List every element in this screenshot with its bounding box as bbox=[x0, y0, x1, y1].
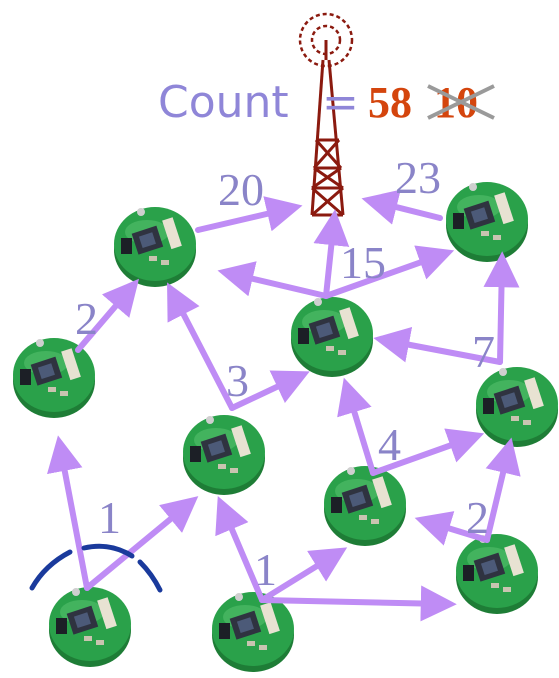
edge-value: 3 bbox=[226, 355, 249, 406]
edge-arrow bbox=[217, 261, 329, 299]
sensor-node bbox=[183, 415, 265, 495]
edge-value: 15 bbox=[340, 237, 386, 288]
sensor-node bbox=[446, 182, 528, 262]
edge-value: 2 bbox=[75, 293, 98, 344]
edge-value: 1 bbox=[254, 544, 277, 595]
sensor-node bbox=[49, 587, 131, 667]
edge-arrow bbox=[47, 435, 90, 591]
edge-arrow bbox=[323, 245, 455, 299]
sensor-node bbox=[114, 207, 196, 287]
sensor-node bbox=[456, 534, 538, 614]
edge-arrow bbox=[370, 428, 485, 476]
edge-arrow bbox=[215, 496, 265, 603]
edge-arrow bbox=[229, 370, 310, 411]
edge-arrow bbox=[483, 251, 520, 365]
edge-value: 1 bbox=[98, 492, 121, 543]
edge-arrow bbox=[414, 511, 490, 546]
edge-value: 2 bbox=[466, 492, 489, 543]
edge-arrow bbox=[195, 196, 303, 233]
edge-arrow bbox=[337, 377, 376, 476]
edge-arrow bbox=[361, 189, 443, 225]
edge-arrow bbox=[373, 327, 503, 365]
edge-value: 20 bbox=[218, 164, 264, 215]
edge-value: 7 bbox=[472, 326, 495, 377]
edge-arrow bbox=[259, 585, 457, 622]
edge-arrow bbox=[259, 547, 348, 603]
sensor-node bbox=[13, 338, 95, 418]
edge-arrow bbox=[313, 209, 350, 299]
sensor-node bbox=[212, 592, 294, 672]
count-label: Count bbox=[158, 77, 289, 128]
edge-arrow bbox=[75, 278, 140, 353]
sensor-node bbox=[324, 466, 406, 546]
edge-value: 23 bbox=[395, 152, 441, 203]
sensor-node bbox=[291, 297, 373, 377]
edge-value: 4 bbox=[378, 419, 401, 470]
edge-arrow bbox=[167, 282, 235, 411]
count-equals: = bbox=[322, 77, 359, 128]
strike-icon bbox=[427, 84, 495, 120]
count-new-value: 58 bbox=[368, 78, 412, 127]
sensor-node bbox=[476, 367, 558, 447]
edge-arrow bbox=[484, 437, 521, 543]
range-arc bbox=[29, 543, 163, 593]
edge-arrow bbox=[84, 496, 199, 591]
